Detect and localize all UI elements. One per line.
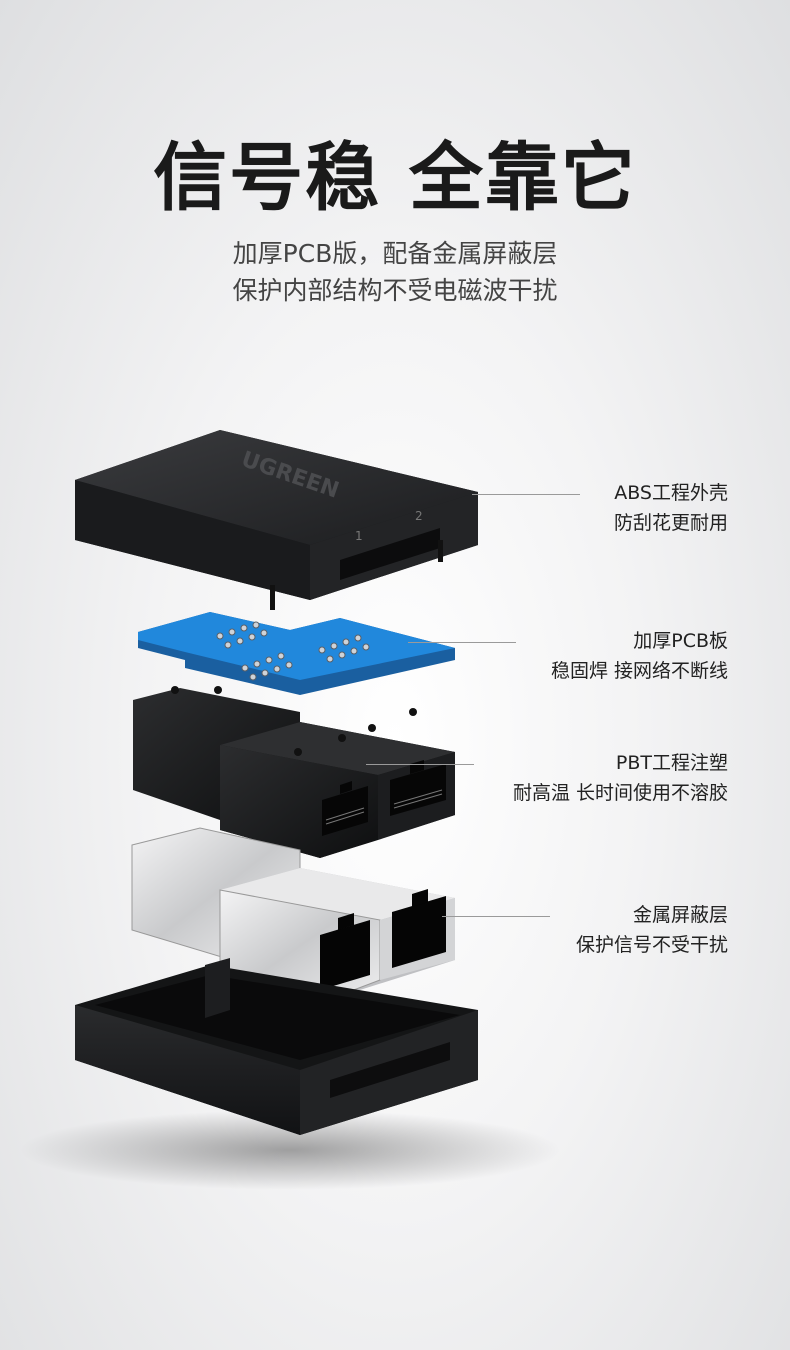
- callout-desc: 耐高温 长时间使用不溶胶: [512, 782, 728, 804]
- callout-title: 金属屏蔽层: [632, 904, 728, 926]
- callout-title: PBT工程注塑: [615, 752, 728, 774]
- subtitle-line-1: 加厚PCB版，配备金属屏蔽层: [232, 239, 558, 268]
- callout-leader-line: [408, 642, 516, 643]
- callout-leader-line: [442, 916, 550, 917]
- pcb-board: [138, 612, 455, 695]
- callout-pbt: PBT工程注塑 耐高温 长时间使用不溶胶: [366, 748, 728, 808]
- callout-desc: 防刮花更耐用: [613, 512, 728, 534]
- callout-desc: 稳固焊 接网络不断线: [550, 660, 728, 682]
- top-shell: UGREEN 1 2: [75, 430, 478, 610]
- callout-metal-shield: 金属屏蔽层 保护信号不受干扰: [442, 900, 728, 960]
- callout-title: 加厚PCB板: [633, 630, 728, 652]
- callout-leader-line: [472, 494, 580, 495]
- callout-pcb: 加厚PCB板 稳固焊 接网络不断线: [408, 626, 728, 686]
- page-title: 信号稳 全靠它: [153, 135, 637, 221]
- metal-shield: [131, 827, 455, 1003]
- pbt-blocks: [133, 686, 455, 858]
- callout-desc: 保护信号不受干扰: [575, 934, 728, 956]
- port-number-2: 2: [415, 509, 423, 523]
- subtitle-line-2: 保护内部结构不受电磁波干扰: [232, 276, 558, 305]
- bottom-shell: [75, 958, 478, 1135]
- port-number-1: 1: [355, 529, 363, 543]
- callout-title: ABS工程外壳: [614, 482, 728, 504]
- callout-abs-shell: ABS工程外壳 防刮花更耐用: [472, 478, 728, 538]
- floor-shadow: [20, 1110, 560, 1190]
- callout-leader-line: [366, 764, 474, 765]
